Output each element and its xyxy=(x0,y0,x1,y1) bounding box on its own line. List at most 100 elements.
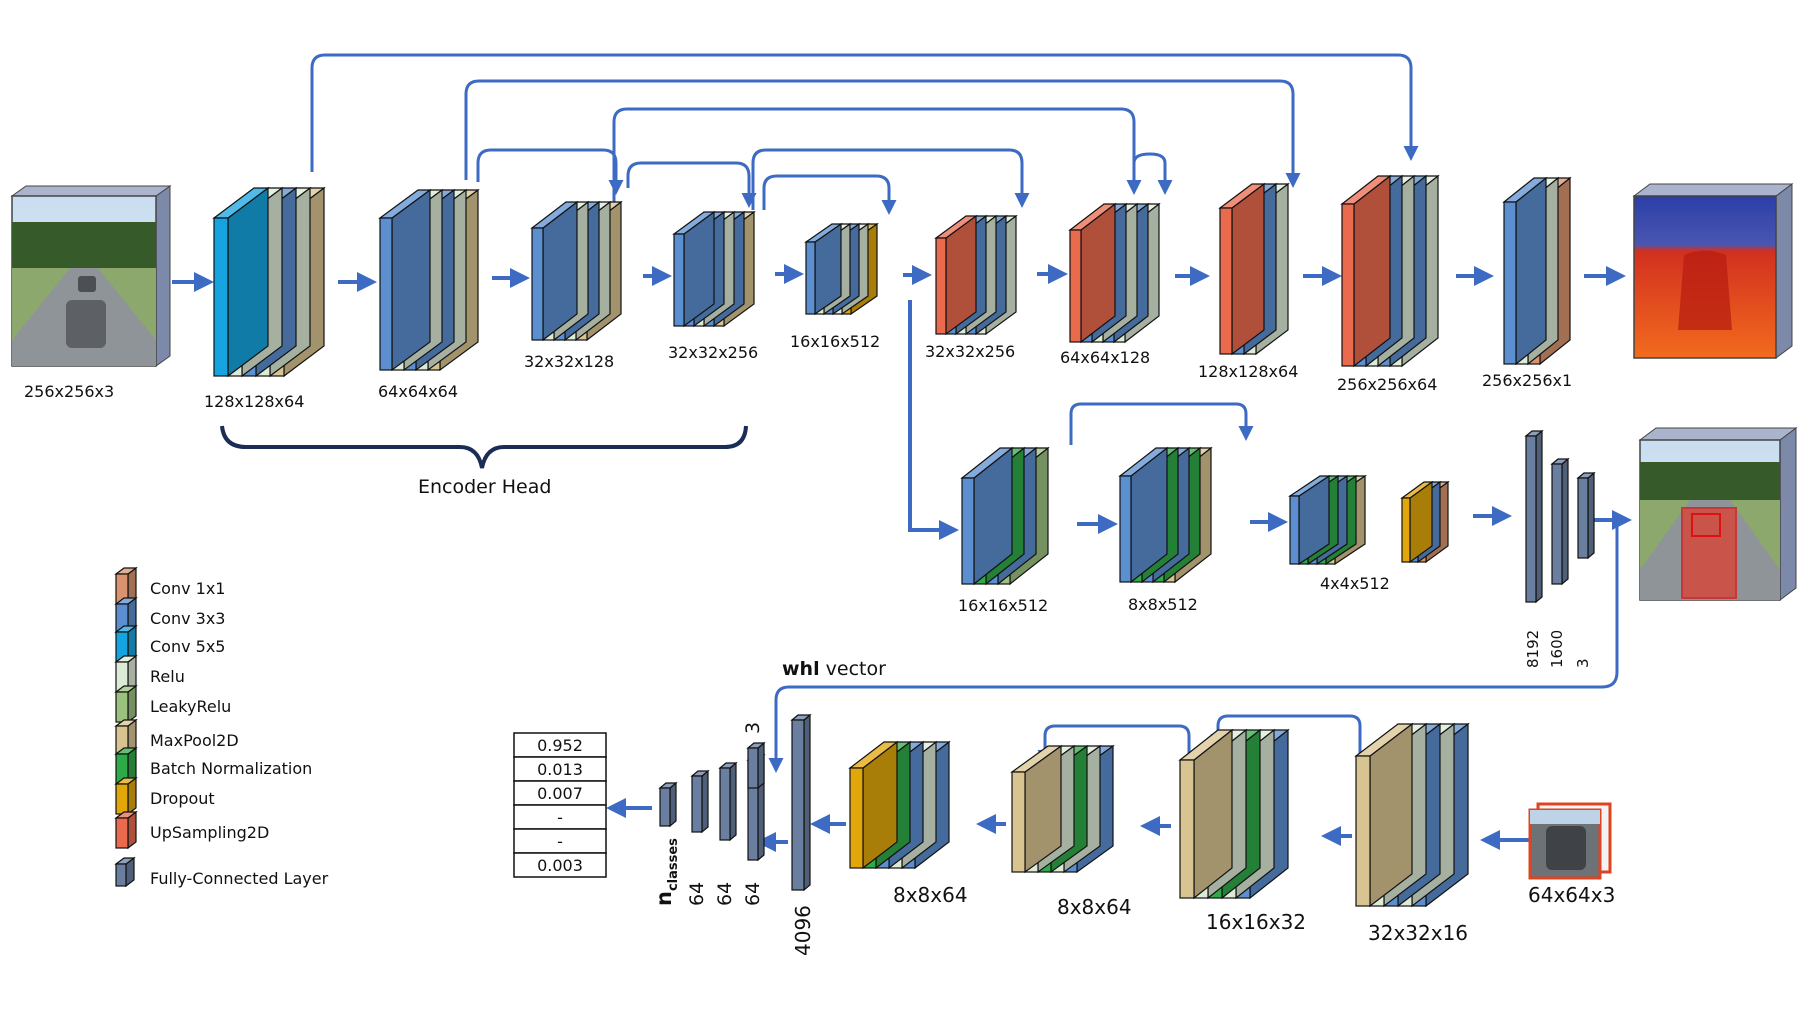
block-det4-slice xyxy=(1400,480,1434,564)
block-dec2-slice xyxy=(1068,202,1117,344)
block-det2-slice xyxy=(1118,446,1169,584)
nclasses-sub: classes xyxy=(666,838,681,891)
legend-item: Dropout xyxy=(114,776,215,816)
detection-fc-slice xyxy=(1524,429,1544,604)
label-cls2: 16x16x32 xyxy=(1206,910,1306,934)
block-det4 xyxy=(1400,480,1450,564)
block-dec4 xyxy=(1340,174,1440,368)
label-nclasses: nclasses xyxy=(652,838,681,906)
label-cls1: 32x32x16 xyxy=(1368,921,1468,945)
encoder-head-brace xyxy=(220,425,748,469)
label-dec2: 64x64x128 xyxy=(1060,348,1150,367)
block-enc5 xyxy=(804,222,879,316)
block-cls3 xyxy=(1010,744,1115,874)
detection-fc-slice xyxy=(1550,457,1570,586)
legend-item: Conv 3x3 xyxy=(114,596,225,636)
legend-label: Conv 5x5 xyxy=(150,637,225,656)
table-row: 0.952 xyxy=(513,732,607,758)
whl-bold: whl xyxy=(782,658,820,680)
legend-item: Batch Normalization xyxy=(114,746,312,786)
classification-fc-layer xyxy=(790,713,812,892)
layer-blocks xyxy=(212,174,1596,908)
label-cls3: 8x8x64 xyxy=(1057,895,1132,919)
block-cls4-slice xyxy=(848,740,899,870)
nclasses-n: n xyxy=(652,891,676,906)
label-fc-3: 3 xyxy=(742,722,764,734)
table-cell: - xyxy=(557,832,563,851)
legend-label: Dropout xyxy=(150,789,215,808)
legend-swatch xyxy=(114,746,138,786)
block-cls2 xyxy=(1178,728,1290,900)
table-row: 0.003 xyxy=(513,852,607,878)
legend-item: Conv 5x5 xyxy=(114,624,225,664)
block-det2 xyxy=(1118,446,1213,584)
classification-fc-slice xyxy=(690,769,710,834)
skip-connections xyxy=(310,53,1419,765)
table-cell: - xyxy=(557,808,563,827)
table-row: - xyxy=(513,828,607,854)
classification-fc-slice xyxy=(790,713,812,892)
block-enc3 xyxy=(530,200,623,342)
label-enc3: 32x32x128 xyxy=(524,352,614,371)
block-enc4-slice xyxy=(672,210,716,328)
block-enc4 xyxy=(672,210,756,328)
block-enc3-slice xyxy=(530,200,579,342)
block-cls2-slice xyxy=(1178,728,1234,900)
depth-output-image xyxy=(1632,183,1794,359)
block-det3 xyxy=(1288,474,1367,566)
legend-label: Fully-Connected Layer xyxy=(150,869,329,888)
block-det1 xyxy=(960,446,1050,586)
block-dec1 xyxy=(934,214,1018,336)
legend-swatch xyxy=(114,810,138,850)
classification-fc-layer xyxy=(690,769,710,834)
legend-label: Relu xyxy=(150,667,185,686)
legend-label: Conv 1x1 xyxy=(150,579,225,598)
table-cell: 0.952 xyxy=(537,736,583,755)
block-cls3-slice xyxy=(1010,744,1063,874)
detection-fc-layer xyxy=(1550,457,1570,586)
legend-item: Fully-Connected Layer xyxy=(114,856,329,888)
label-fc-4096: 4096 xyxy=(791,905,815,956)
label-dec1: 32x32x256 xyxy=(925,342,1015,361)
block-dec3-slice xyxy=(1218,182,1266,356)
block-enc2 xyxy=(378,188,480,372)
block-dec5-slice xyxy=(1502,176,1548,366)
label-cls-input: 64x64x3 xyxy=(1528,883,1615,907)
block-dec2 xyxy=(1068,202,1161,344)
classification-fc-slice xyxy=(746,741,766,790)
legend-swatch xyxy=(114,856,136,888)
block-dec1-slice xyxy=(934,214,978,336)
block-cls1-slice xyxy=(1354,722,1414,908)
table-row: 0.007 xyxy=(513,780,607,806)
block-enc1 xyxy=(212,186,326,378)
classification-fc-layer xyxy=(746,741,766,790)
block-dec3 xyxy=(1218,182,1290,356)
label-fc-64b: 64 xyxy=(714,882,736,906)
flow-arrows xyxy=(172,264,1632,852)
label-input: 256x256x3 xyxy=(24,382,114,401)
classification-fc-slice xyxy=(658,781,678,828)
legend-label: Conv 3x3 xyxy=(150,609,225,628)
label-enc1: 128x128x64 xyxy=(204,392,304,411)
legend-label: MaxPool2D xyxy=(150,731,239,750)
label-dec5: 256x256x1 xyxy=(1482,371,1572,390)
classification-fc-layer xyxy=(658,781,678,828)
classification-fc-slice xyxy=(718,761,738,842)
table-cell: 0.013 xyxy=(537,760,583,779)
detection-output-image xyxy=(1638,427,1798,601)
label-det3: 4x4x512 xyxy=(1320,574,1390,593)
block-cls1 xyxy=(1354,722,1470,908)
label-fc-8192: 8192 xyxy=(1524,630,1542,668)
block-det3-slice xyxy=(1288,474,1331,566)
label-dec3: 128x128x64 xyxy=(1198,362,1298,381)
label-encoder-head: Encoder Head xyxy=(418,476,551,498)
label-whl-vector: whl vector xyxy=(782,658,886,680)
block-cls4 xyxy=(848,740,951,870)
label-cls4: 8x8x64 xyxy=(893,883,968,907)
label-enc5: 16x16x512 xyxy=(790,332,880,351)
label-fc-1600b: 3 xyxy=(1574,658,1592,668)
legend-swatch xyxy=(114,566,138,606)
legend-item: UpSampling2D xyxy=(114,810,269,850)
